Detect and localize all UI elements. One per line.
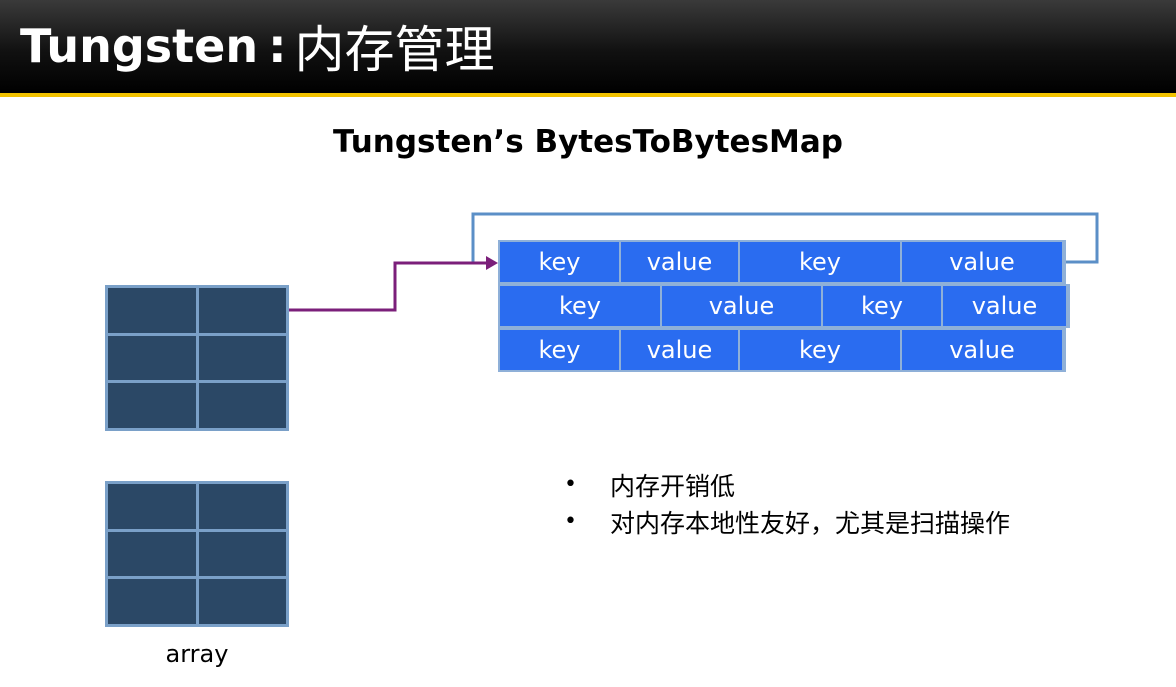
slide-title-separator: :	[268, 19, 287, 73]
array-cell	[108, 335, 196, 381]
array-cell	[108, 579, 196, 624]
map-row: key value key value	[498, 284, 1070, 328]
array-cell	[108, 288, 196, 333]
map-row: key value key value	[498, 240, 1066, 284]
diagram-title: Tungsten’s BytesToBytesMap	[332, 124, 843, 160]
map-value-cell: value	[902, 242, 1062, 282]
bullet-text: 对内存本地性友好，尤其是扫描操作	[610, 508, 1011, 538]
array-cell	[198, 335, 286, 381]
pointer-arrow-line	[289, 261, 488, 312]
bullet-marker: •	[564, 509, 577, 534]
map-loop-line	[471, 212, 1099, 264]
array-cell	[108, 531, 196, 577]
pointer-array-bottom	[105, 481, 289, 627]
map-value-cell: value	[943, 286, 1066, 326]
array-cell	[108, 484, 196, 529]
pointer-arrowhead	[486, 256, 498, 270]
map-row: key value key value	[498, 328, 1066, 372]
slide-header: Tungsten : 内存管理	[0, 0, 1176, 93]
array-cell	[108, 383, 196, 428]
map-value-cell: value	[902, 330, 1062, 370]
map-key-cell: key	[823, 286, 941, 326]
bullet-list: • 内存开销低 • 对内存本地性友好，尤其是扫描操作	[560, 466, 1010, 540]
array-label: array	[165, 640, 229, 668]
array-cell	[198, 484, 286, 529]
bullet-text: 内存开销低	[610, 471, 736, 501]
array-cell	[198, 288, 286, 333]
map-key-cell: key	[500, 286, 660, 326]
map-key-cell: key	[500, 242, 619, 282]
array-cell	[198, 531, 286, 577]
array-cell	[198, 579, 286, 624]
map-key-cell: key	[740, 330, 900, 370]
map-value-cell: value	[662, 286, 821, 326]
pointer-array-top	[105, 285, 289, 431]
bullet-item: • 内存开销低	[560, 466, 1010, 503]
map-value-cell: value	[621, 330, 738, 370]
map-key-cell: key	[500, 330, 619, 370]
map-key-cell: key	[740, 242, 900, 282]
array-cell	[198, 383, 286, 428]
bullet-item: • 对内存本地性友好，尤其是扫描操作	[560, 503, 1010, 540]
slide-title-chinese: 内存管理	[294, 21, 495, 79]
header-accent-line	[0, 93, 1176, 97]
slide-title: Tungsten : 内存管理	[20, 8, 494, 84]
slide-title-english: Tungsten	[20, 19, 259, 73]
map-value-cell: value	[621, 242, 738, 282]
bullet-marker: •	[564, 472, 577, 497]
